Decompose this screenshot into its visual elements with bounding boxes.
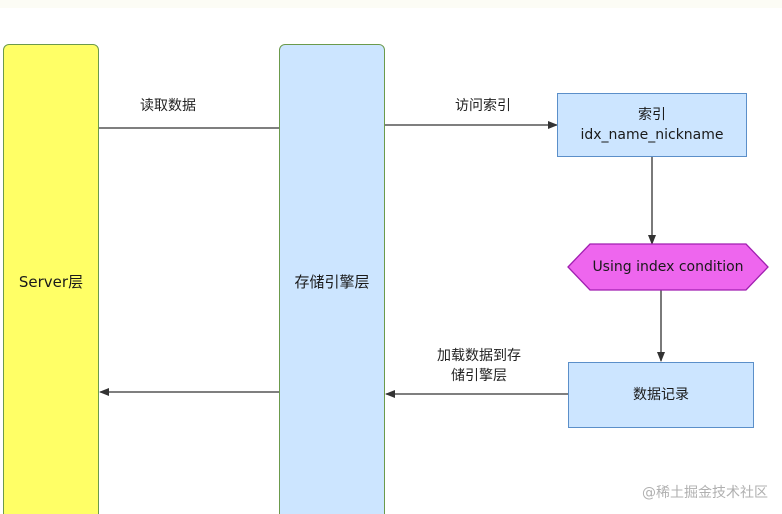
access-index-label: 访问索引 <box>455 98 511 114</box>
server-layer-box: Server层 <box>3 44 99 514</box>
top-band <box>0 0 782 8</box>
storage-engine-label: 存储引擎层 <box>294 273 370 291</box>
index-box: 索引 idx_name_nickname <box>557 93 747 157</box>
condition-hexagon <box>567 243 769 291</box>
read-data-label: 读取数据 <box>140 98 196 114</box>
data-records-box: 数据记录 <box>568 362 754 428</box>
data-records-label: 数据记录 <box>633 387 689 403</box>
index-name: idx_name_nickname <box>580 127 724 143</box>
server-layer-label: Server层 <box>18 273 84 291</box>
storage-engine-box: 存储引擎层 <box>279 44 385 514</box>
load-data-label-line1: 加载数据到存 <box>437 348 521 364</box>
condition-label: Using index condition <box>592 259 744 275</box>
watermark: @稀土掘金技术社区 <box>642 485 768 501</box>
load-data-label: 加载数据到存 储引擎层 <box>424 346 534 386</box>
load-data-label-line2: 储引擎层 <box>451 368 507 384</box>
index-title: 索引 <box>638 107 666 123</box>
